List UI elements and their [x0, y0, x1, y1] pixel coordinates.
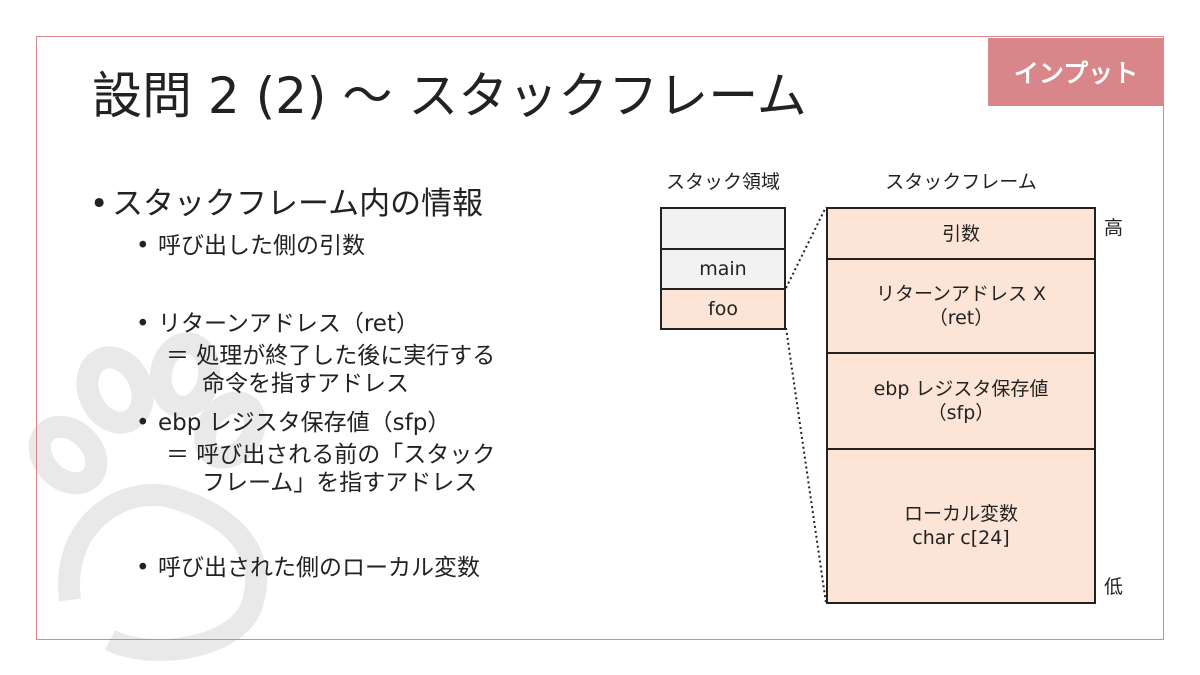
frame-cell-sfp: ebp レジスタ保存値 （sfp） [826, 352, 1096, 450]
stack-area-label: スタック領域 [665, 171, 780, 193]
page-title: 設問 2 (2) ～ スタックフレーム [92, 67, 807, 125]
bullet-locals-text: 呼び出された側のローカル変数 [158, 555, 480, 581]
frame-cell-ret-line2: （ret） [928, 307, 994, 329]
frame-cell-locals-line2: char c[24] [912, 527, 1010, 549]
bullet-sfp: • ebp レジスタ保存値（sfp） [136, 408, 450, 438]
bullet-level1: •スタックフレーム内の情報 [90, 185, 483, 223]
bullet-dot: • [136, 311, 150, 337]
frame-cell-locals: ローカル変数 char c[24] [826, 448, 1096, 604]
frame-cell-args-text: 引数 [941, 222, 980, 245]
sfp-desc-line1: ＝ 呼び出される前の「スタック [166, 442, 496, 468]
bullet-locals: • 呼び出された側のローカル変数 [136, 553, 480, 583]
stack-cell-foo: foo [660, 288, 786, 330]
frame-cell-sfp-line2: （sfp） [927, 402, 995, 424]
high-label: 高 [1104, 217, 1124, 239]
stack-cell-top [660, 207, 786, 250]
bullet-dot: • [136, 410, 150, 436]
bullet-dot: • [136, 233, 150, 259]
input-tag: インプット [988, 38, 1164, 106]
frame-cell-ret: リターンアドレス X （ret） [826, 258, 1096, 354]
bullet-level1-text: スタックフレーム内の情報 [112, 186, 484, 222]
bullet-dot: • [90, 186, 109, 222]
stack-cell-main: main [660, 248, 786, 290]
bullet-args: • 呼び出した側の引数 [136, 231, 365, 261]
sfp-desc-line2: フレーム」を指すアドレス [202, 470, 478, 496]
bullet-ret: • リターンアドレス（ret） [136, 309, 419, 339]
low-label: 低 [1104, 576, 1124, 598]
bullet-dot: • [136, 555, 150, 581]
bullet-ret-text: リターンアドレス（ret） [158, 311, 419, 337]
frame-cell-args: 引数 [826, 207, 1096, 260]
stack-frame-label: スタックフレーム [885, 171, 1037, 193]
bullet-args-text: 呼び出した側の引数 [158, 233, 365, 259]
ret-desc-line2: 命令を指すアドレス [202, 371, 409, 397]
ret-desc-line1: ＝ 処理が終了した後に実行する [166, 343, 496, 369]
bullet-sfp-text: ebp レジスタ保存値（sfp） [158, 410, 451, 436]
frame-cell-locals-line1: ローカル変数 [903, 503, 1018, 525]
slide-frame [36, 36, 1164, 640]
frame-cell-ret-line1: リターンアドレス X [875, 283, 1047, 305]
frame-cell-sfp-line1: ebp レジスタ保存値 [873, 378, 1049, 400]
